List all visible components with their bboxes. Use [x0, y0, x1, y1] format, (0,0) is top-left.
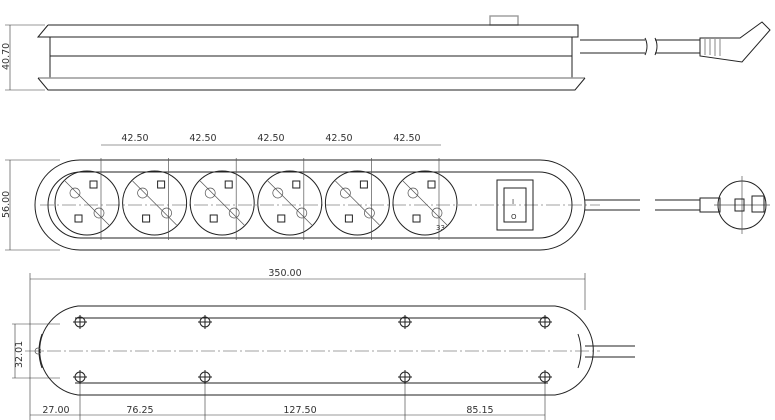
- screw-hole: [198, 370, 212, 384]
- side-view: 40.70: [1, 15, 771, 91]
- socket: [122, 158, 188, 240]
- socket: [54, 158, 120, 240]
- screw-hole: [198, 315, 212, 329]
- offset-label-3: 127.50: [283, 405, 316, 416]
- bottom-view: 350.00 32.01 27.00 76.25 127.50 85.15: [12, 268, 635, 420]
- socket-spacing-label: 42.50: [257, 133, 284, 144]
- socket: [189, 158, 255, 240]
- screw-hole: [538, 370, 552, 384]
- switch-on-label: I: [512, 198, 514, 206]
- top-view: 56.00 42.50 42.50 42.50 42.50 42.50 I O 33: [1, 133, 770, 251]
- length-dim-label: 350.00: [268, 268, 301, 279]
- height-dim-label: 40.70: [1, 43, 12, 70]
- offset-label-1: 27.00: [42, 405, 69, 416]
- socket: [324, 158, 390, 240]
- screw-hole: [538, 315, 552, 329]
- width-dim-label: 56.00: [1, 191, 12, 218]
- socket-spacing-label: 42.50: [121, 133, 148, 144]
- screw-hole: [398, 315, 412, 329]
- socket-spacing-label: 42.50: [325, 133, 352, 144]
- screw-spacing-label: 32.01: [14, 341, 25, 368]
- socket-spacing-label: 42.50: [393, 133, 420, 144]
- socket: [257, 158, 323, 240]
- socket-spacing-label: 42.50: [189, 133, 216, 144]
- screw-hole: [398, 370, 412, 384]
- socket: [392, 158, 458, 240]
- socket-marking: 33: [436, 224, 445, 232]
- screw-hole: [73, 315, 87, 329]
- offset-label-4: 85.15: [466, 405, 493, 416]
- screw-hole: [73, 370, 87, 384]
- switch-off-label: O: [511, 213, 517, 221]
- offset-label-2: 76.25: [126, 405, 153, 416]
